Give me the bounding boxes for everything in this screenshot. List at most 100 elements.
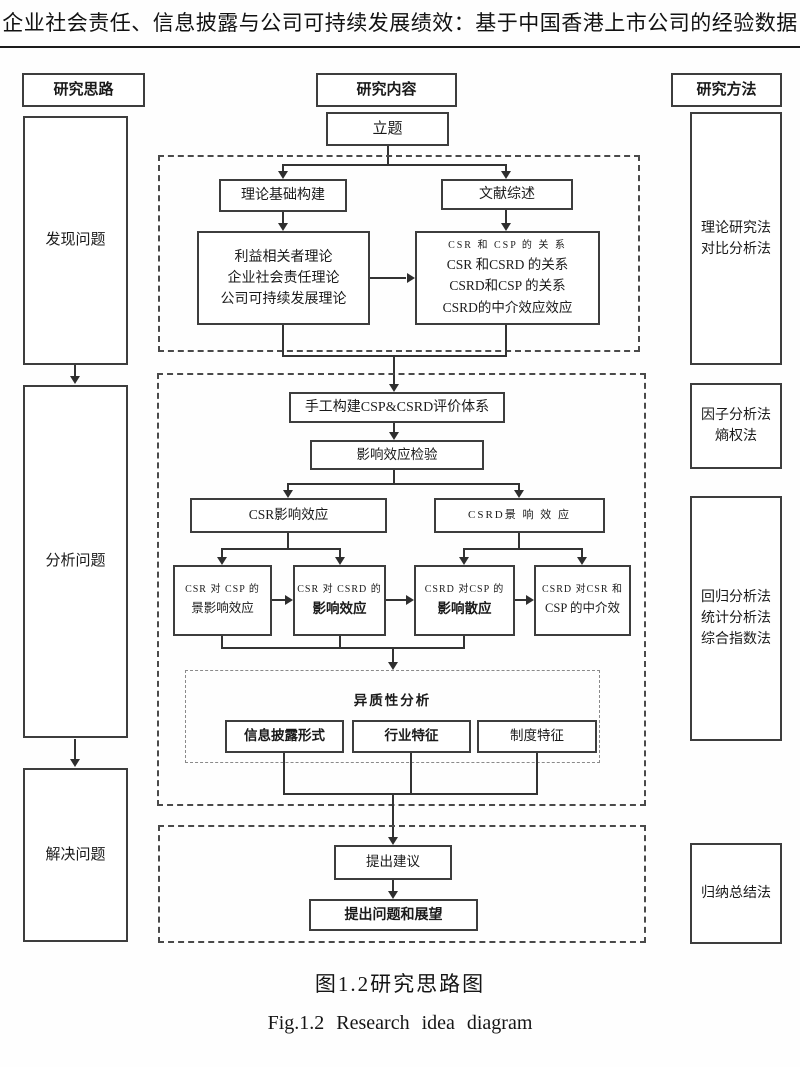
figure-caption-zh: 图1.2研究思路图 xyxy=(314,972,486,996)
connector-line xyxy=(283,793,538,795)
connector-line xyxy=(392,880,394,892)
method-line: 熵权法 xyxy=(715,429,757,444)
csrd-effect-box: CSRD景 响 效 应 xyxy=(434,498,605,533)
connector-line xyxy=(410,753,412,795)
method-line: 对比分析法 xyxy=(701,241,771,257)
connector-line xyxy=(581,548,583,557)
effect-line: 影响散应 xyxy=(437,600,492,616)
connector-line xyxy=(463,548,583,550)
method-box-summary: 归纳总结法 xyxy=(690,843,782,944)
left-column-header: 研究思路 xyxy=(22,73,145,107)
arrow-right-icon xyxy=(407,273,415,283)
arrow-down-icon xyxy=(389,432,399,440)
arrow-down-icon xyxy=(217,557,227,565)
connector-line xyxy=(339,548,341,557)
connector-line xyxy=(505,164,507,173)
connector-line xyxy=(282,355,507,357)
theory-line: 公司可持续发展理论 xyxy=(220,291,347,307)
build-system-box: 手工构建CSP&CSRD评价体系 xyxy=(289,392,505,423)
arrow-down-icon xyxy=(278,223,288,231)
method-line: 因子分析法 xyxy=(701,408,771,423)
method-line: 综合指数法 xyxy=(701,632,771,647)
center-column-header: 研究内容 xyxy=(316,73,457,107)
section-conclusion xyxy=(158,825,646,943)
arrow-down-icon xyxy=(514,490,524,498)
outlook-box: 提出问题和展望 xyxy=(309,899,478,931)
effect-line: 影响效应 xyxy=(312,600,367,616)
connector-line xyxy=(221,647,465,649)
right-column-header: 研究方法 xyxy=(671,73,782,107)
connector-line xyxy=(272,599,285,601)
relations-box: CSR 和 CSP 的 关 系 CSR 和CSRD 的关系 CSRD和CSP 的… xyxy=(415,231,600,325)
section-empirical-analysis xyxy=(157,373,646,806)
topic-box: 立题 xyxy=(326,112,449,146)
method-box-regression: 回归分析法 统计分析法 综合指数法 xyxy=(690,496,782,741)
title-divider xyxy=(0,46,800,48)
connector-line xyxy=(518,533,520,550)
suggestion-box: 提出建议 xyxy=(334,845,452,880)
arrow-down-icon xyxy=(388,891,398,899)
arrow-down-icon xyxy=(388,837,398,845)
effect-box-csr-csp: CSR 对 CSP 的 景影响效应 xyxy=(173,565,272,636)
method-line: 归纳总结法 xyxy=(701,886,771,901)
effect-line: CSR 对 CSP 的 xyxy=(185,584,260,596)
relation-line: CSRD的中介效应效应 xyxy=(442,299,573,315)
connector-line xyxy=(221,548,341,550)
effect-line: CSRD 对CSP 的 xyxy=(424,583,505,595)
connector-line xyxy=(463,548,465,557)
relation-line: CSRD和CSP 的关系 xyxy=(449,278,566,294)
theory-line: 企业社会责任理论 xyxy=(227,270,340,286)
effect-line: CSRD 对CSR 和 xyxy=(541,584,624,596)
connector-line xyxy=(287,533,289,550)
connector-line xyxy=(370,277,406,279)
connector-line xyxy=(505,325,507,357)
connector-line xyxy=(393,423,395,434)
arrow-down-icon xyxy=(389,384,399,392)
heterogeneity-title: 异质性分析 xyxy=(353,693,432,708)
effect-line: CSR 对 CSRD 的 xyxy=(297,583,382,595)
theory-build-box: 理论基础构建 xyxy=(219,179,347,212)
connector-line xyxy=(282,212,284,224)
figure-caption-en: Fig.1.2 Research idea diagram xyxy=(267,1012,533,1034)
theories-box: 利益相关者理论 企业社会责任理论 公司可持续发展理论 xyxy=(197,231,370,325)
connector-line xyxy=(283,753,285,795)
effect-box-csr-csrd: CSR 对 CSRD 的 影响效应 xyxy=(293,565,386,636)
method-line: 回归分析法 xyxy=(701,590,771,605)
section-theory-literature xyxy=(158,155,640,352)
heterogeneity-industry-box: 行业特征 xyxy=(352,720,471,753)
arrow-down-icon xyxy=(577,557,587,565)
connector-line xyxy=(393,470,395,485)
method-box-factor: 因子分析法 熵权法 xyxy=(690,383,782,469)
connector-line xyxy=(287,483,289,491)
theory-line: 利益相关者理论 xyxy=(234,249,333,265)
connector-line xyxy=(282,325,284,357)
literature-review-box: 文献综述 xyxy=(441,179,573,210)
arrow-down-icon xyxy=(278,171,288,179)
connector-line xyxy=(339,636,341,649)
stage-solve-problem: 解决问题 xyxy=(23,768,128,942)
connector-line xyxy=(515,599,526,601)
arrow-down-icon xyxy=(388,662,398,670)
relation-line: CSR 和CSRD 的关系 xyxy=(446,256,569,272)
connector-line xyxy=(282,164,507,166)
arrow-down-icon xyxy=(70,759,80,767)
arrow-down-icon xyxy=(335,557,345,565)
arrow-down-icon xyxy=(501,171,511,179)
method-line: 统计分析法 xyxy=(701,611,771,626)
relation-line: CSR 和 CSP 的 关 系 xyxy=(448,239,567,251)
arrow-right-icon xyxy=(406,595,414,605)
heterogeneity-institution-box: 制度特征 xyxy=(477,720,597,753)
connector-line xyxy=(221,636,223,649)
connector-line xyxy=(505,210,507,224)
effect-box-csrd-csp: CSRD 对CSP 的 影响散应 xyxy=(414,565,515,636)
arrow-down-icon xyxy=(283,490,293,498)
method-box-theory: 理论研究法 对比分析法 xyxy=(690,112,782,365)
connector-line xyxy=(74,365,76,378)
stage-find-problem: 发现问题 xyxy=(23,116,128,365)
stage-analyze-problem: 分析问题 xyxy=(23,385,128,738)
method-line: 理论研究法 xyxy=(701,220,771,236)
connector-line xyxy=(393,357,395,385)
connector-line xyxy=(536,753,538,795)
arrow-down-icon xyxy=(459,557,469,565)
csr-effect-box: CSR影响效应 xyxy=(190,498,387,533)
